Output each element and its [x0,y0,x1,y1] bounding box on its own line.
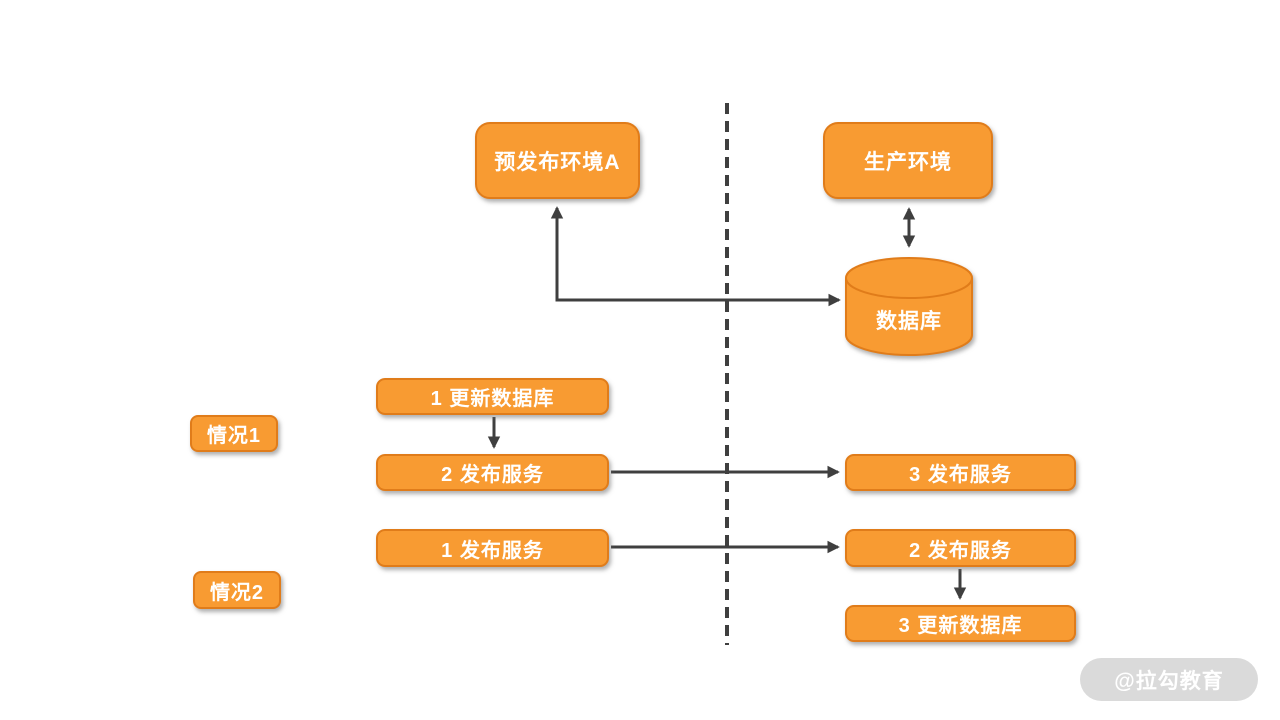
case2-step2-publish-service: 2 发布服务 [845,529,1076,567]
watermark-badge: @拉勾教育 [1080,658,1258,701]
case1-step3-label: 3 发布服务 [909,464,1012,486]
node-database-label: 数据库 [876,310,942,333]
case2-step1-publish-service: 1 发布服务 [376,529,609,567]
case1-label: 情况1 [190,415,278,452]
case2-step1-label: 1 发布服务 [441,539,544,562]
case2-label: 情况2 [193,571,281,609]
watermark-text: @拉勾教育 [1114,669,1224,693]
node-pre-release-environment: 预发布环境A [475,122,640,199]
case2-step3-label: 3 更新数据库 [898,615,1023,637]
node-pre-release-environment-label: 预发布环境A [494,150,621,174]
case1-step1-update-database: 1 更新数据库 [376,378,609,415]
node-production-environment: 生产环境 [823,122,993,199]
case1-step2-label: 2 发布服务 [441,464,544,486]
arrow-prerelease-to-database [550,206,841,307]
case2-step3-update-database: 3 更新数据库 [845,605,1076,642]
node-production-environment-label: 生产环境 [864,150,952,174]
case1-label-text: 情况1 [206,425,262,447]
case2-label-text: 情况2 [209,581,265,604]
case1-step1-label: 1 更新数据库 [430,388,555,410]
case1-step2-publish-service: 2 发布服务 [376,454,609,491]
case1-step3-publish-service: 3 发布服务 [845,454,1076,491]
case2-step2-label: 2 发布服务 [909,539,1012,562]
